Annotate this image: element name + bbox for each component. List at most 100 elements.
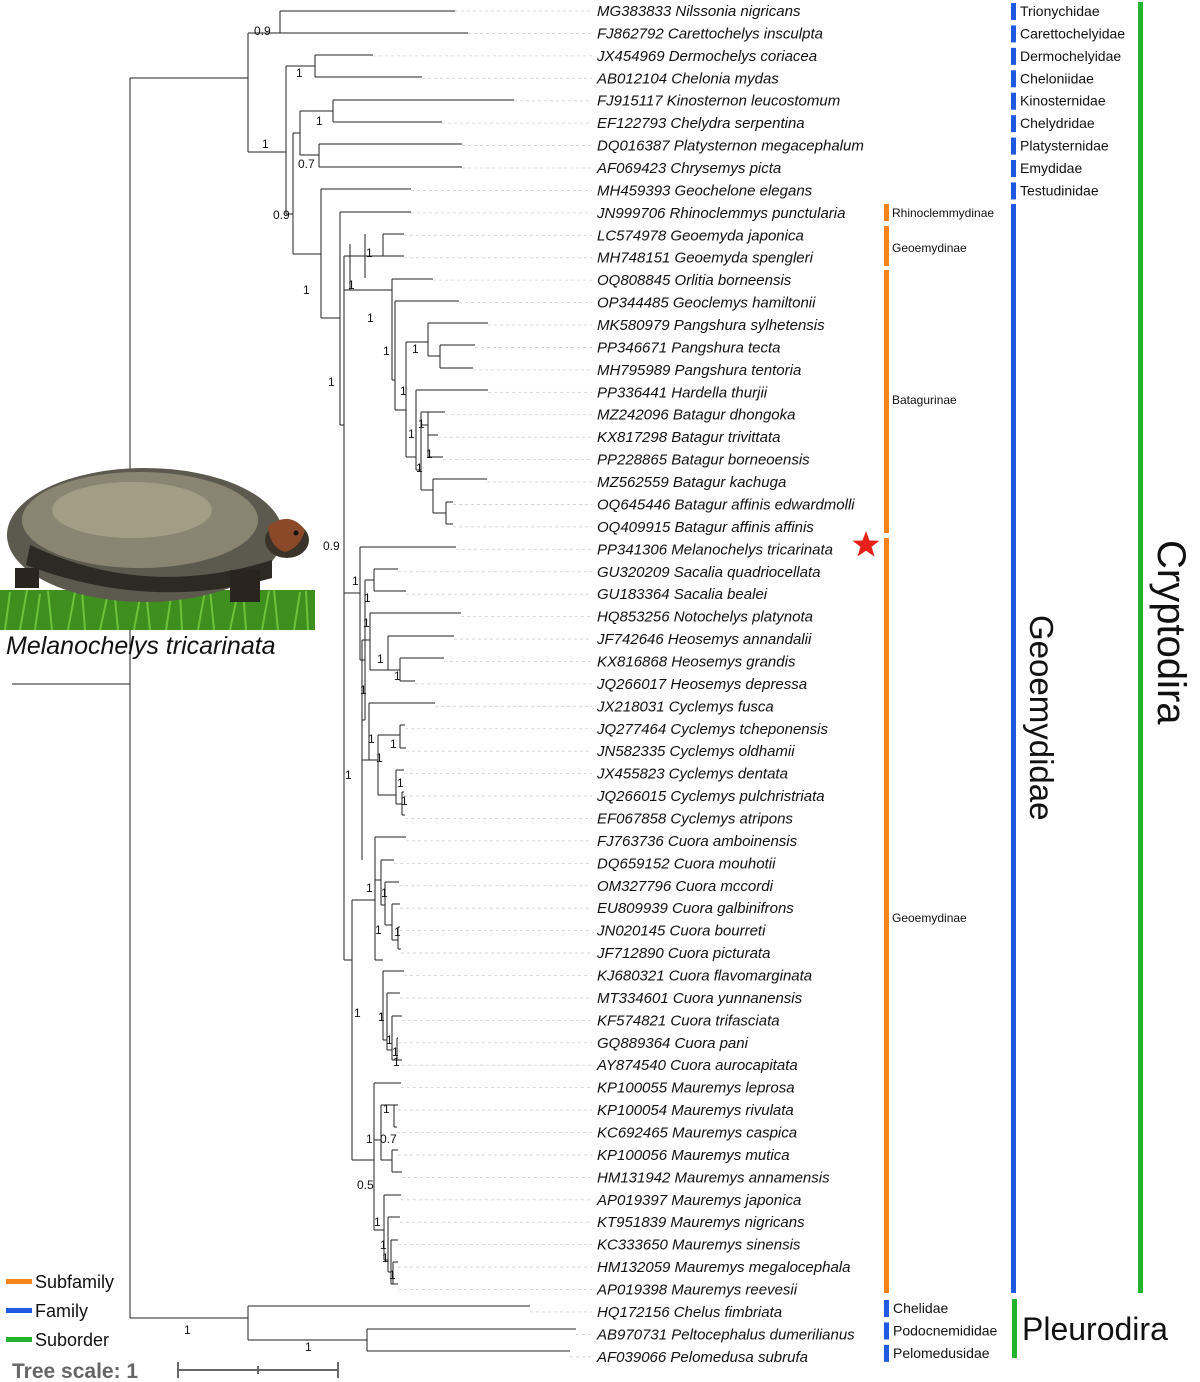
taxon-label: FJ915117 Kinosternon leucostomum <box>597 93 840 110</box>
legend: Subfamily Family Suborder <box>6 1272 114 1350</box>
legend-swatch-subfamily <box>6 1279 32 1284</box>
support-value: 1 <box>184 1323 191 1337</box>
support-value: 1 <box>366 246 373 260</box>
support-value: 1 <box>397 776 404 790</box>
taxon-label: DQ659152 Cuora mouhotii <box>597 855 776 872</box>
family-bar <box>1011 3 1016 20</box>
taxon-label: MH795989 Pangshura tentoria <box>597 362 801 379</box>
support-value: 1 <box>345 768 352 782</box>
taxon-label: JX218031 Cyclemys fusca <box>596 698 774 715</box>
taxon-label: EU809939 Cuora galbinifrons <box>597 900 794 917</box>
pleurodira-label: Pleurodira <box>1022 1311 1168 1347</box>
tree-branches <box>12 10 576 1352</box>
taxon-label: KC692465 Mauremys caspica <box>597 1125 797 1142</box>
taxon-label: PP346671 Pangshura tecta <box>597 339 780 356</box>
support-value: 0.9 <box>273 208 290 222</box>
family-label: Testudinidae <box>1020 182 1099 198</box>
family-label: Pelomedusidae <box>893 1345 990 1361</box>
legend-label-suborder: Suborder <box>35 1330 109 1350</box>
taxon-label: JF742646 Heosemys annandalii <box>596 631 812 648</box>
support-value: 0.9 <box>323 539 340 553</box>
subfamily-bar-rhinoclemmydinae <box>884 204 889 221</box>
taxon-label: AB012104 Chelonia mydas <box>596 70 779 87</box>
taxon-label: HM131942 Mauremys annamensis <box>597 1169 830 1186</box>
tree-scale-label: Tree scale: 1 <box>12 1360 138 1382</box>
taxon-label: JF712890 Cuora picturata <box>596 945 770 962</box>
taxon-label: HQ853256 Notochelys platynota <box>597 609 813 626</box>
taxon-label: KX817298 Batagur trivittata <box>597 429 780 446</box>
support-value: 1 <box>366 1132 373 1146</box>
support-value: 1 <box>401 794 408 808</box>
turtle-photo <box>0 468 315 631</box>
taxon-label: AP019397 Mauremys japonica <box>596 1192 801 1209</box>
support-value: 1 <box>377 652 384 666</box>
taxon-label: JN020145 Cuora bourreti <box>596 923 766 940</box>
family-label: Chelydridae <box>1020 115 1095 131</box>
support-value: 1 <box>394 669 401 683</box>
support-value: 1 <box>382 1251 389 1265</box>
support-value: 1 <box>364 591 371 605</box>
support-value: 1 <box>412 342 419 356</box>
geoemydidae-label: Geoemydidae <box>1023 615 1060 820</box>
cryptodira-label: Cryptodira <box>1149 540 1193 725</box>
taxon-label: JN582335 Cyclemys oldhamii <box>596 743 795 760</box>
subfamily-annotations: Rhinoclemmydinae Geoemydinae Batagurinae… <box>884 204 994 1293</box>
taxon-label: JQ277464 Cyclemys tcheponensis <box>596 721 828 738</box>
support-value: 1 <box>380 1238 387 1252</box>
taxon-label: OQ645446 Batagur affinis edwardmolli <box>597 496 855 513</box>
subfamily-bar-geoemydinae-2 <box>884 538 889 1293</box>
taxon-label: KJ680321 Cuora flavomarginata <box>597 967 812 984</box>
taxon-label: PP336441 Hardella thurjii <box>597 384 768 401</box>
support-value: 1 <box>305 1340 312 1354</box>
taxon-label: OM327796 Cuora mccordi <box>597 878 774 895</box>
support-value: 1 <box>426 447 433 461</box>
taxon-label: FJ862792 Carettochelys insculpta <box>597 25 823 42</box>
family-bar <box>1011 160 1016 178</box>
family-bar <box>1011 115 1016 133</box>
family-bar <box>1011 47 1016 65</box>
taxon-label: AY874540 Cuora aurocapitata <box>596 1057 798 1074</box>
support-value: 1 <box>418 417 425 431</box>
support-value: 0.5 <box>357 1178 374 1192</box>
family-label: Carettochelyidae <box>1020 25 1125 41</box>
family-bar <box>884 1344 889 1362</box>
support-value: 1 <box>393 1055 400 1069</box>
taxon-label: KT951839 Mauremys nigricans <box>597 1214 805 1231</box>
taxon-label: MZ562559 Batagur kachuga <box>597 474 786 491</box>
taxon-label: EF067858 Cyclemys atripons <box>597 810 793 827</box>
taxon-label: MZ242096 Batagur dhongoka <box>597 407 795 424</box>
taxon-label: DQ016387 Platysternon megacephalum <box>597 138 864 155</box>
taxon-label: GU183364 Sacalia bealei <box>597 586 768 603</box>
family-annotations: TrionychidaeCarettochelyidaeDermochelyid… <box>884 3 1125 1362</box>
support-value: 1 <box>383 1102 390 1116</box>
taxon-label: MH459393 Geochelone elegans <box>597 182 813 199</box>
family-bar <box>1011 25 1016 43</box>
taxon-label: PP228865 Batagur borneoensis <box>597 452 810 469</box>
taxon-label: MG383833 Nilssonia nigricans <box>597 3 801 20</box>
highlight-star-icon <box>852 531 880 557</box>
support-value: 1 <box>262 137 269 151</box>
taxon-label: FJ763736 Cuora amboinensis <box>597 833 798 850</box>
legend-swatch-family <box>6 1308 32 1313</box>
photo-caption: Melanochelys tricarinata <box>6 632 276 660</box>
taxon-label: AF039066 Pelomedusa subrufa <box>596 1349 808 1366</box>
taxon-label: HM132059 Mauremys megalocephala <box>597 1259 850 1276</box>
taxon-label: JQ266017 Heosemys depressa <box>596 676 807 693</box>
taxon-label: JQ266015 Cyclemys pulchristriata <box>596 788 825 805</box>
support-value: 1 <box>386 1033 393 1047</box>
support-value: 1 <box>375 923 382 937</box>
family-label: Emydidae <box>1020 160 1082 176</box>
family-bar <box>884 1300 889 1317</box>
taxon-label: EF122793 Chelydra serpentina <box>597 115 805 132</box>
taxon-label: AB970731 Peltocephalus dumerilianus <box>596 1326 855 1343</box>
support-value: 1 <box>378 1010 385 1024</box>
leader-lines <box>373 10 592 1358</box>
taxon-label: KC333650 Mauremys sinensis <box>597 1237 801 1254</box>
taxon-label: KP100054 Mauremys rivulata <box>597 1102 794 1119</box>
taxon-label: JX455823 Cyclemys dentata <box>596 766 788 783</box>
support-value: 1 <box>376 751 383 765</box>
support-value: 1 <box>416 461 423 475</box>
